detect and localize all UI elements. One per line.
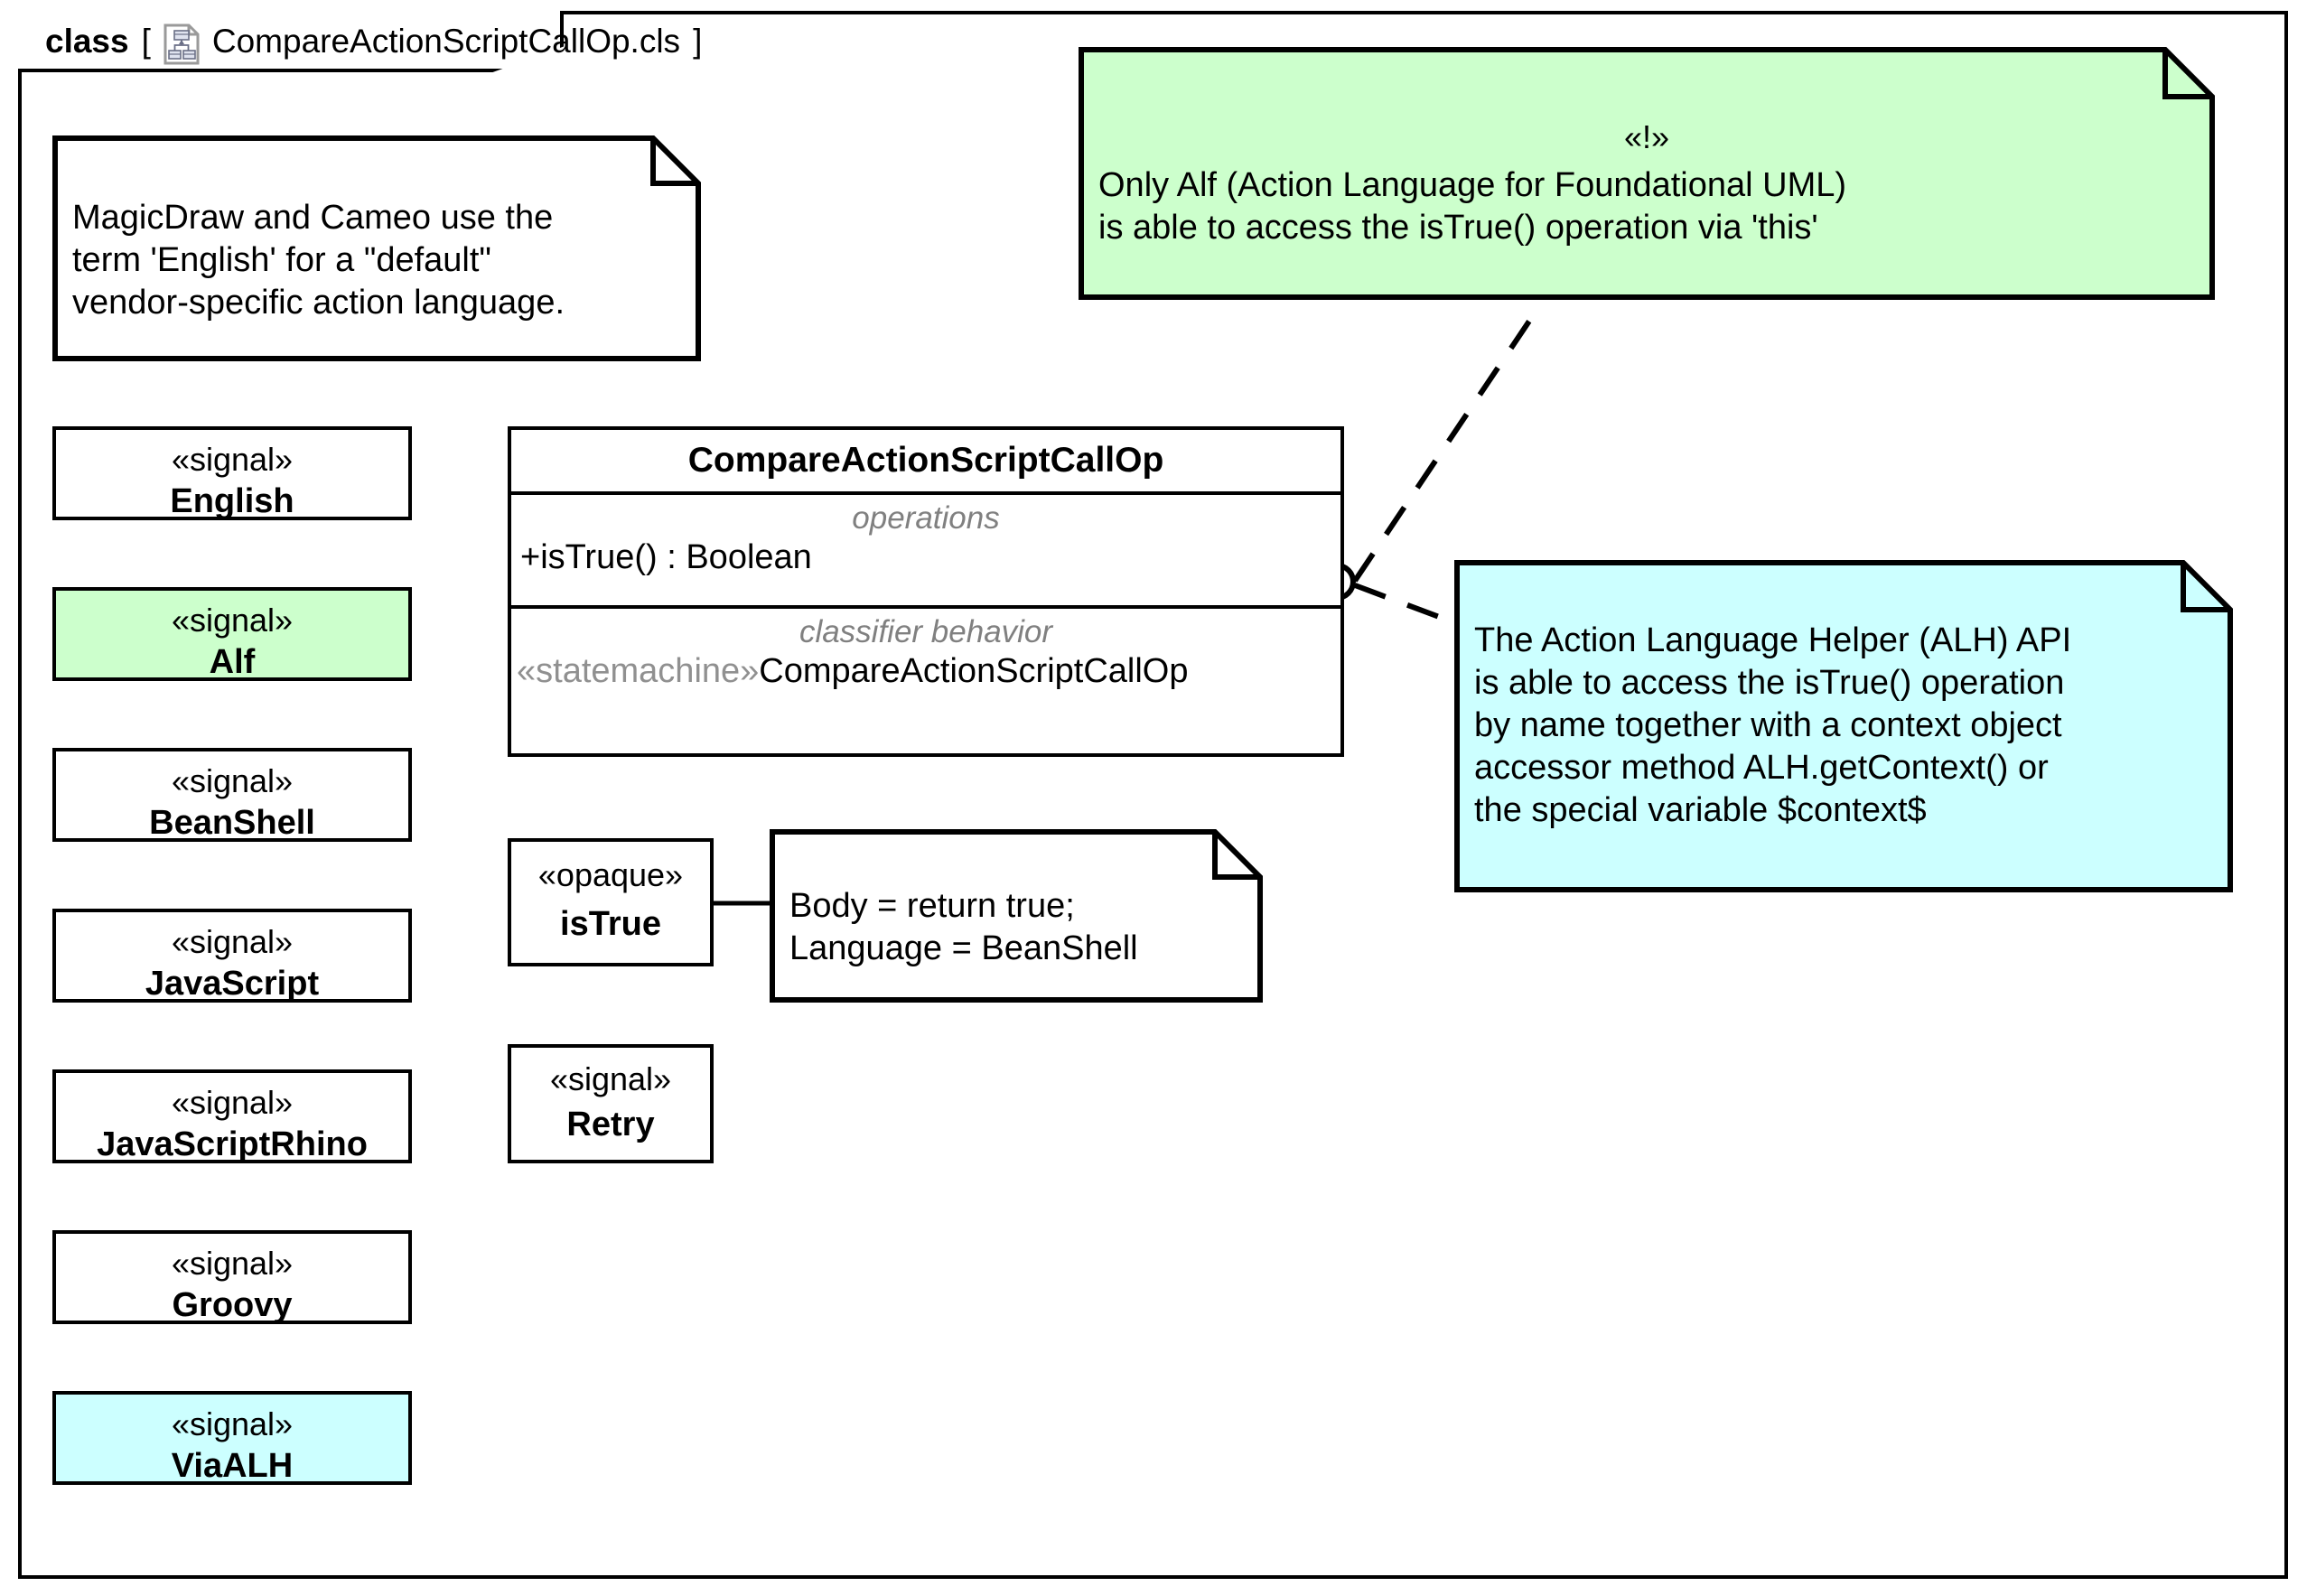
signal-box-groovy[interactable]: «signal» Groovy (52, 1230, 412, 1324)
note-alf-text: Only Alf (Action Language for Foundation… (1098, 166, 1847, 247)
frame-header-content: class [ CompareActionScriptCallOp.cls ] (18, 11, 702, 72)
note-body-text: Body = return true; Language = BeanShell (789, 887, 1138, 967)
signal-name: JavaScript (145, 965, 320, 1003)
note-magicdraw-text: MagicDraw and Cameo use the term 'Englis… (72, 199, 565, 322)
signal-box-javascriptrhino[interactable]: «signal» JavaScriptRhino (52, 1069, 412, 1163)
signal-box-english[interactable]: «signal» English (52, 426, 412, 520)
signal-stereotype: «signal» (171, 1084, 294, 1121)
class-diagram-document-icon (163, 23, 200, 65)
signal-stereotype: «signal» (171, 1245, 294, 1282)
signal-name: JavaScriptRhino (97, 1125, 368, 1163)
note-alh-text: The Action Language Helper (ALH) API is … (1474, 621, 2072, 829)
note-alf: «!» Only Alf (Action Language for Founda… (1079, 47, 2215, 300)
frame-bracket-open: [ (141, 23, 151, 60)
diagram-frame (18, 11, 2288, 1579)
signal-stereotype: «signal» (171, 602, 294, 639)
signal-stereotype: «signal» (171, 762, 294, 799)
behavior-name: CompareActionScriptCallOp (759, 652, 1189, 690)
note-alh: The Action Language Helper (ALH) API is … (1454, 560, 2233, 892)
signal-name: Groovy (172, 1286, 293, 1324)
signal-stereotype: «signal» (171, 441, 294, 478)
signal-stereotype: «signal» (549, 1060, 672, 1097)
note-alf-stereotype: «!» (1623, 118, 1670, 155)
opaque-name: isTrue (560, 905, 661, 943)
classifier-behavior-item[interactable]: «statemachine»CompareActionScriptCallOp (511, 650, 1340, 691)
class-box-compareactionscriptcallop[interactable]: CompareActionScriptCallOp operations +is… (508, 426, 1344, 757)
frame-bracket-close: ] (693, 23, 703, 60)
class-name: CompareActionScriptCallOp (511, 430, 1340, 495)
signal-box-beanshell[interactable]: «signal» BeanShell (52, 748, 412, 842)
signal-name: BeanShell (149, 804, 315, 842)
frame-keyword: class (45, 23, 129, 60)
signal-stereotype: «signal» (171, 1405, 294, 1442)
signal-box-javascript[interactable]: «signal» JavaScript (52, 909, 412, 1003)
signal-name: ViaALH (171, 1447, 294, 1485)
signal-name: English (170, 482, 294, 520)
signal-stereotype: «signal» (171, 923, 294, 960)
operation-item[interactable]: +isTrue() : Boolean (520, 538, 812, 576)
behavior-stereotype: «statemachine» (517, 652, 760, 690)
opaque-behavior-box-istrue[interactable]: «opaque» isTrue (508, 838, 714, 966)
frame-title: CompareActionScriptCallOp.cls (211, 23, 681, 60)
operations-label: operations (852, 500, 1000, 536)
signal-box-retry[interactable]: «signal» Retry (508, 1044, 714, 1163)
note-body: Body = return true; Language = BeanShell (770, 829, 1263, 1003)
opaque-stereotype: «opaque» (537, 856, 684, 893)
class-operations-compartment: operations +isTrue() : Boolean (511, 495, 1340, 609)
class-behavior-compartment: classifier behavior «statemachine»Compar… (511, 609, 1340, 744)
frame-header-tab (18, 11, 564, 72)
signal-name: Alf (209, 643, 256, 681)
classifier-behavior-label: classifier behavior (799, 614, 1053, 649)
signal-box-viaalh[interactable]: «signal» ViaALH (52, 1391, 412, 1485)
signal-name: Retry (566, 1106, 655, 1143)
signal-box-alf[interactable]: «signal» Alf (52, 587, 412, 681)
note-magicdraw: MagicDraw and Cameo use the term 'Englis… (52, 135, 701, 361)
